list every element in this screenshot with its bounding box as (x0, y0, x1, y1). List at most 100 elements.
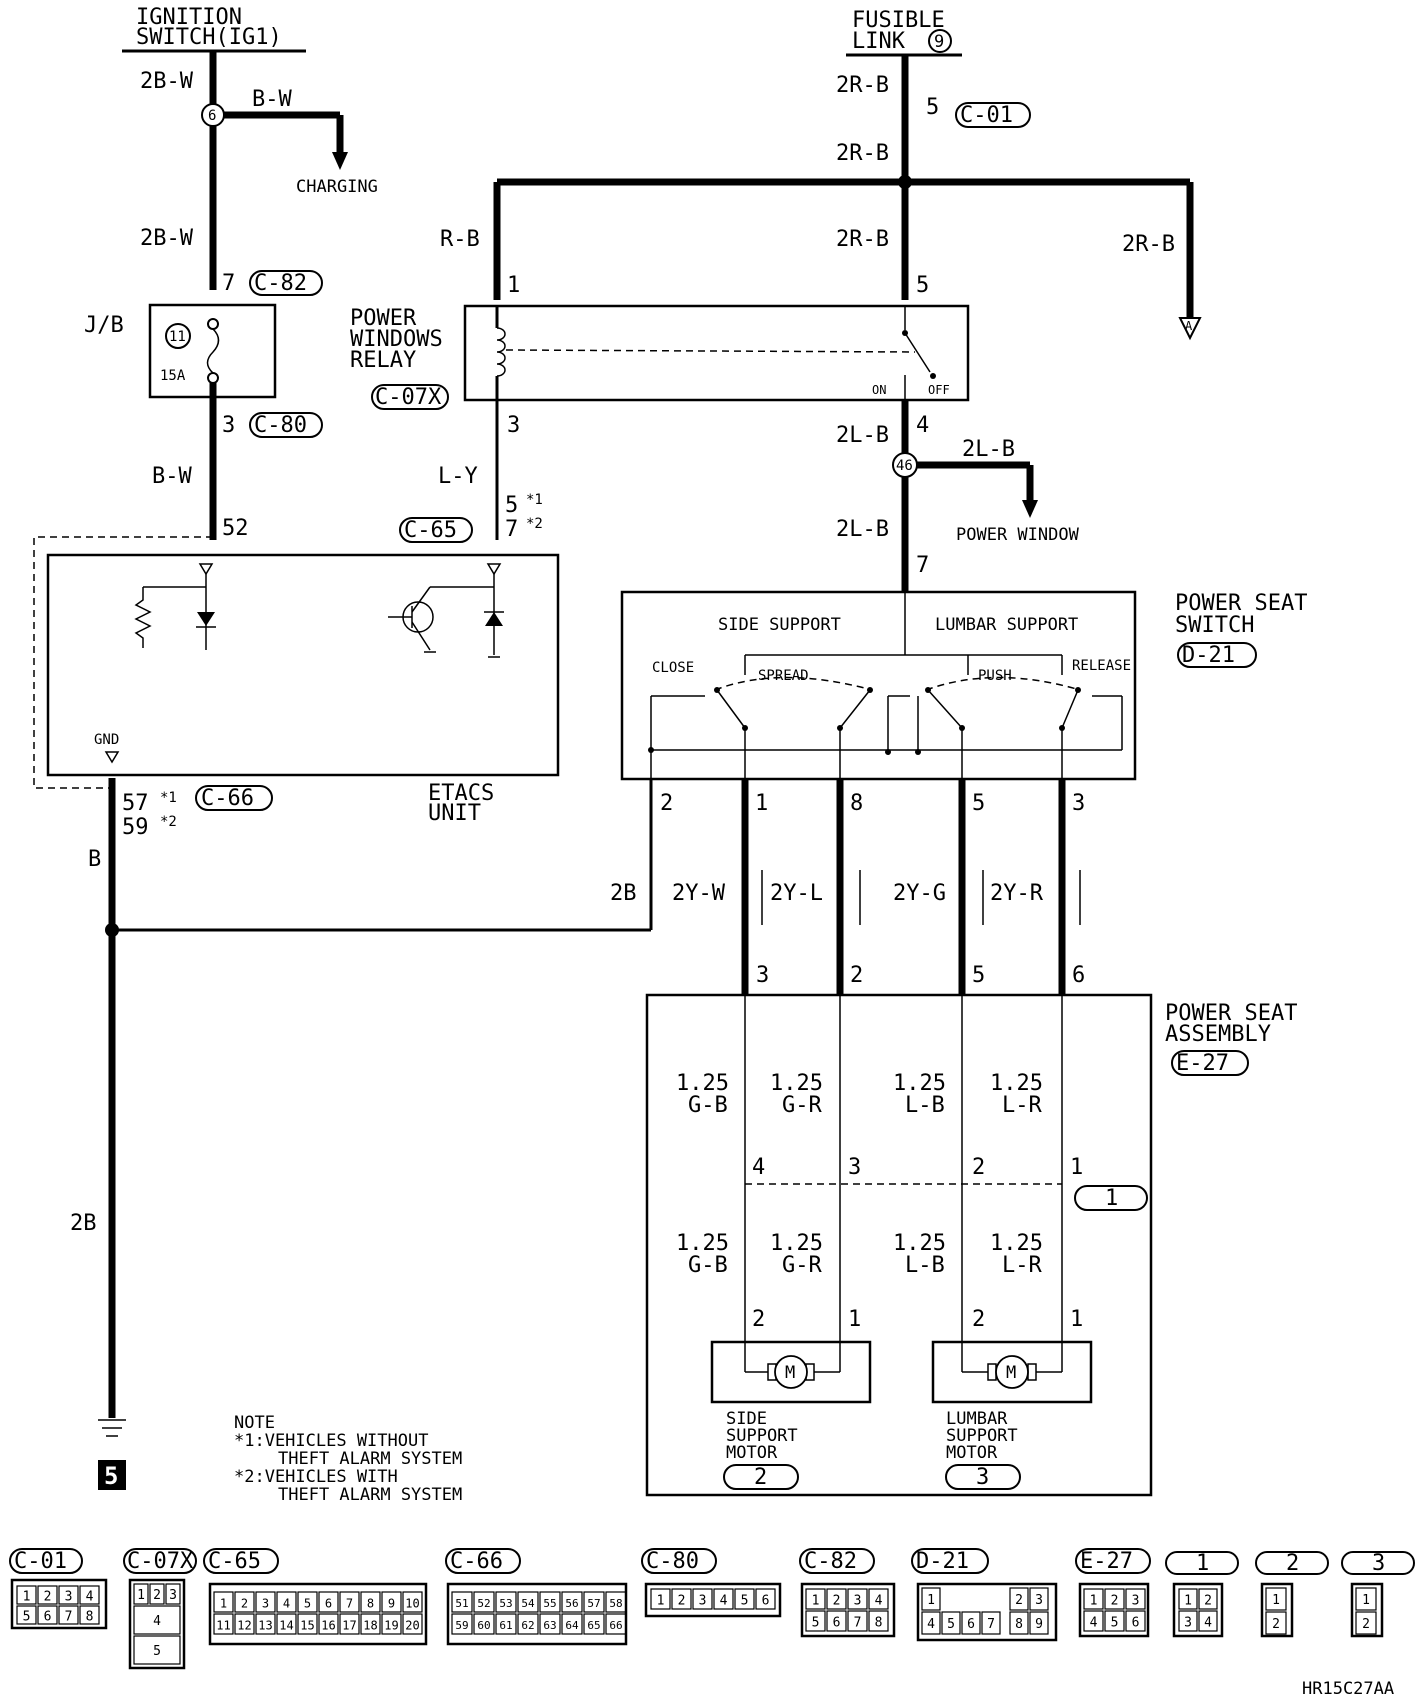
face-j3-cells: 12 (1355, 1587, 1377, 1635)
pin-5-star1: 5 (505, 493, 518, 518)
cavity-number: 14 (279, 1618, 293, 1632)
cavity-number: 2 (678, 1594, 686, 1609)
note-line-1a: *1:VEHICLES WITHOUT (234, 1431, 428, 1451)
pin-57: 57 (122, 791, 149, 816)
connector-cavity (495, 1591, 517, 1613)
wire-label-2yr: 2Y-R (990, 881, 1044, 906)
connector-cavity (1178, 1610, 1198, 1632)
cavity-number: 4 (283, 1596, 290, 1610)
cavity-number: 5 (23, 1610, 31, 1625)
face-c82-title: C-82 (804, 1549, 857, 1574)
connector-cavity (276, 1591, 297, 1613)
cavity-number: 4 (927, 1617, 935, 1632)
connector-cavity (868, 1588, 889, 1610)
cavity-number: 58 (609, 1597, 622, 1610)
pin-5-c01: 5 (926, 95, 939, 120)
inline-pin-1: 1 (1070, 1155, 1083, 1180)
connector-cavity (941, 1611, 961, 1635)
connector-cavity (339, 1613, 360, 1635)
connector-cavity (165, 1583, 181, 1605)
connector-cavity (921, 1587, 941, 1611)
connector-c82-label: C-82 (254, 271, 307, 296)
connector-cavity (805, 1588, 826, 1610)
cavity-number: 11 (216, 1618, 230, 1632)
relay-pin-4: 4 (916, 413, 929, 438)
connector-cavity (79, 1605, 100, 1625)
cavity-number: 17 (342, 1618, 356, 1632)
wire-label-2b-ground: 2B (70, 1211, 97, 1236)
star1-57: *1 (160, 790, 177, 806)
cavity-number: 6 (833, 1616, 841, 1631)
fuse-rating: 15A (160, 368, 186, 384)
connector-c07x-label: C-07X (375, 385, 442, 410)
connector-cavity (213, 1591, 234, 1613)
face-c66-title: C-66 (450, 1549, 503, 1574)
cavity-number: 2 (241, 1596, 248, 1610)
fusible-link-section: FUSIBLE LINK 9 2R-B 5 C-01 2R-B A R-B 2R… (440, 8, 1202, 341)
assembly-label-line1: POWER SEAT (1165, 1001, 1297, 1026)
cavity-number: 7 (987, 1617, 995, 1632)
cavity-number: 2 (833, 1594, 841, 1609)
switch-pin-5: 5 (972, 791, 985, 816)
cavity-number: 6 (1132, 1616, 1140, 1631)
wire-label-2rb-relay: 2R-B (836, 227, 889, 252)
cavity-number: 4 (86, 1590, 94, 1605)
cavity-number: 61 (499, 1619, 512, 1632)
connector-cavity (402, 1591, 423, 1613)
note-line-2b: THEFT ALARM SYSTEM (278, 1485, 462, 1505)
switch-pin-8: 8 (850, 791, 863, 816)
connector-cavity (826, 1588, 847, 1610)
assembly-pin-6: 6 (1072, 963, 1085, 988)
cavity-number: 65 (587, 1619, 600, 1632)
connector-e27-label: E-27 (1176, 1051, 1229, 1076)
cavity-number: 2 (1015, 1593, 1023, 1608)
ignition-switch-section: IGNITION SWITCH(IG1) 2B-W 6 B-W CHARGING… (84, 5, 378, 541)
connector-cavity (1355, 1611, 1377, 1635)
assembly-pin-3: 3 (756, 963, 769, 988)
cavity-number: 15 (300, 1618, 314, 1632)
connector-c01-label: C-01 (960, 103, 1013, 128)
color-label-gr-2: G-R (782, 1253, 822, 1278)
spread-label: SPREAD (758, 668, 809, 684)
face-j2-cells: 12 (1265, 1587, 1287, 1635)
fuse-number: 11 (169, 329, 186, 345)
switch-pin-3: 3 (1072, 791, 1085, 816)
connector-cavity (847, 1610, 868, 1632)
size-label-1: 1.25 (676, 1071, 729, 1096)
wire-label-2bw-top: 2B-W (140, 69, 194, 94)
cavity-number: 5 (1111, 1616, 1119, 1631)
color-label-gr-1: G-R (782, 1093, 822, 1118)
cavity-number: 1 (137, 1588, 145, 1603)
connector-c65-label: C-65 (404, 518, 457, 543)
connector-cavity (1083, 1588, 1104, 1610)
seat-harness: 2Y-W 2Y-L 2Y-G 2Y-R 3 2 5 6 (672, 779, 1085, 995)
cavity-number: 5 (947, 1617, 955, 1632)
connector-cavity (318, 1591, 339, 1613)
cavity-number: 20 (405, 1618, 419, 1632)
cavity-number: 1 (1090, 1594, 1098, 1609)
cavity-number: 3 (1184, 1616, 1192, 1631)
cavity-number: 53 (499, 1597, 512, 1610)
wire-label-2yl: 2Y-L (770, 881, 823, 906)
connector-cavity (234, 1613, 255, 1635)
cavity-number: 54 (521, 1597, 535, 1610)
relay-label-line1: POWER (350, 306, 417, 331)
fusible-link-number: 9 (934, 32, 944, 52)
assembly-pin-5: 5 (972, 963, 985, 988)
cavity-number: 8 (875, 1616, 883, 1631)
star2-59: *2 (160, 814, 177, 830)
connector-cavity (473, 1591, 495, 1613)
cavity-number: 8 (86, 1610, 94, 1625)
connector-cavity (79, 1585, 100, 1605)
cavity-number: 2 (1272, 1617, 1280, 1632)
etacs-unit: GND ETACS UNIT (33, 536, 560, 826)
connector-c80-label: C-80 (254, 413, 307, 438)
etacs-label-line2: UNIT (428, 801, 481, 826)
cavity-number: 4 (875, 1594, 883, 1609)
cavity-number: 1 (220, 1596, 227, 1610)
connector-cavity (605, 1613, 627, 1635)
wire-label-2rb-right: 2R-B (1122, 232, 1175, 257)
connector-cavity (539, 1591, 561, 1613)
